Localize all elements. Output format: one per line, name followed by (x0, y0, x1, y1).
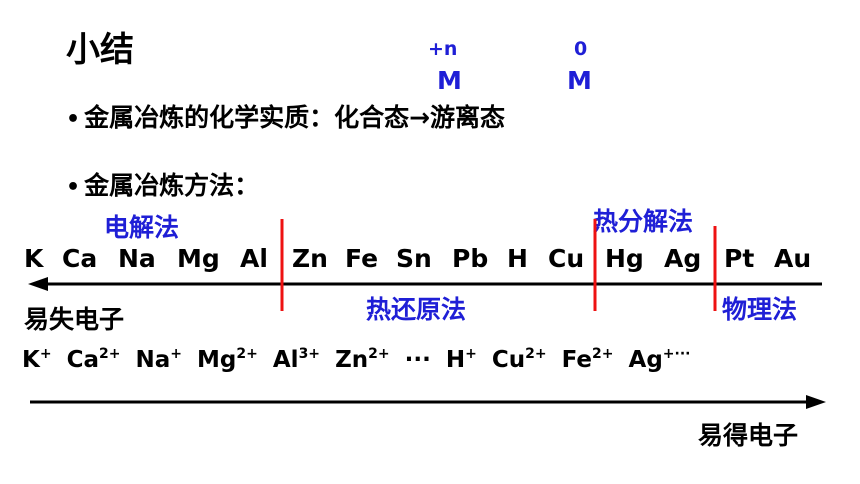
ion-symbol: H (445, 347, 466, 373)
method-electrolysis: 电解法 (104, 213, 180, 242)
ion-charge: 2+ (592, 346, 614, 362)
ion-symbol: Ca (66, 347, 99, 373)
element-symbol: Pt (724, 244, 755, 273)
bullet-chemical-essence-text: 金属冶炼的化学实质：化合态→游离态 (84, 103, 506, 132)
ion-symbol: Cu (491, 347, 526, 373)
ion-charge: 2+ (98, 346, 121, 362)
element-symbol: Mg (177, 244, 220, 273)
ion-charge: 2+ (368, 346, 390, 362)
ion-symbol: Na (135, 347, 171, 373)
ion-item: Cu2+ (492, 347, 547, 373)
ion-charge: +··· (662, 346, 691, 362)
ion-item: Ca2+ (67, 347, 121, 373)
element-symbol: Hg (605, 244, 644, 273)
ion-charge: 2+ (236, 346, 258, 362)
bullet-chemical-essence: •金属冶炼的化学实质：化合态→游离态 (66, 98, 505, 134)
ion-charge: 2+ (525, 346, 547, 362)
ion-item: Na+ (135, 347, 182, 373)
ion-symbol: K (22, 347, 40, 373)
ion-charge: + (39, 346, 52, 362)
ion-item: Al3+ (273, 347, 320, 373)
element-symbol: Pb (452, 244, 489, 273)
ion-charge: + (465, 346, 477, 362)
ion-symbol: Mg (197, 347, 237, 373)
element-symbol: K (24, 244, 44, 273)
left-arrowhead-icon (28, 277, 48, 291)
ion-symbol: Zn (335, 347, 369, 373)
oxidation-state-left: +n (428, 38, 458, 60)
element-symbol: Ag (664, 244, 702, 273)
bullet-marker: • (66, 107, 81, 132)
ion-charge: + (170, 346, 182, 362)
ion-item: H+ (446, 347, 477, 373)
ion-symbol: Al (272, 347, 299, 373)
label-gain-electrons: 易得电子 (698, 421, 799, 450)
bullet-smelting-methods: •金属冶炼方法： (66, 166, 259, 202)
element-symbol: Na (118, 244, 156, 273)
ion-item: Fe2+ (562, 347, 614, 373)
element-symbol: Sn (396, 244, 432, 273)
element-symbol: Cu (548, 244, 585, 273)
label-lose-electrons: 易失电子 (24, 305, 125, 334)
ion-symbol: ··· (404, 347, 431, 373)
ion-item: K+ (22, 347, 52, 373)
element-symbol: Ca (62, 244, 98, 273)
oxidation-state-right: 0 (574, 38, 588, 60)
slide-title: 小结 (66, 30, 134, 70)
method-physical: 物理法 (722, 295, 798, 324)
bullet-marker: • (66, 175, 81, 200)
ion-item: ··· (405, 347, 431, 373)
element-symbol: Al (240, 244, 268, 273)
ion-item: Zn2+ (335, 347, 390, 373)
ion-item: Ag+··· (629, 347, 691, 373)
element-symbol: Fe (345, 244, 379, 273)
element-symbol: H (507, 244, 528, 273)
element-symbol: Au (774, 244, 812, 273)
metal-symbol-right: M (567, 66, 592, 95)
element-symbol: Zn (292, 244, 328, 273)
bullet-smelting-methods-text: 金属冶炼方法： (84, 171, 260, 200)
ion-series: K+ Ca2+ Na+ Mg2+ Al3+ Zn2+ ··· H+ Cu2+ F… (22, 347, 697, 373)
metal-symbol-left: M (437, 66, 462, 95)
method-thermal-decomposition: 热分解法 (593, 207, 694, 236)
ion-item: Mg2+ (197, 347, 258, 373)
ion-symbol: Ag (628, 347, 663, 373)
ion-symbol: Fe (561, 347, 593, 373)
right-arrowhead-icon (806, 395, 826, 409)
ion-charge: 3+ (298, 346, 321, 362)
method-thermal-reduction: 热还原法 (366, 295, 467, 324)
